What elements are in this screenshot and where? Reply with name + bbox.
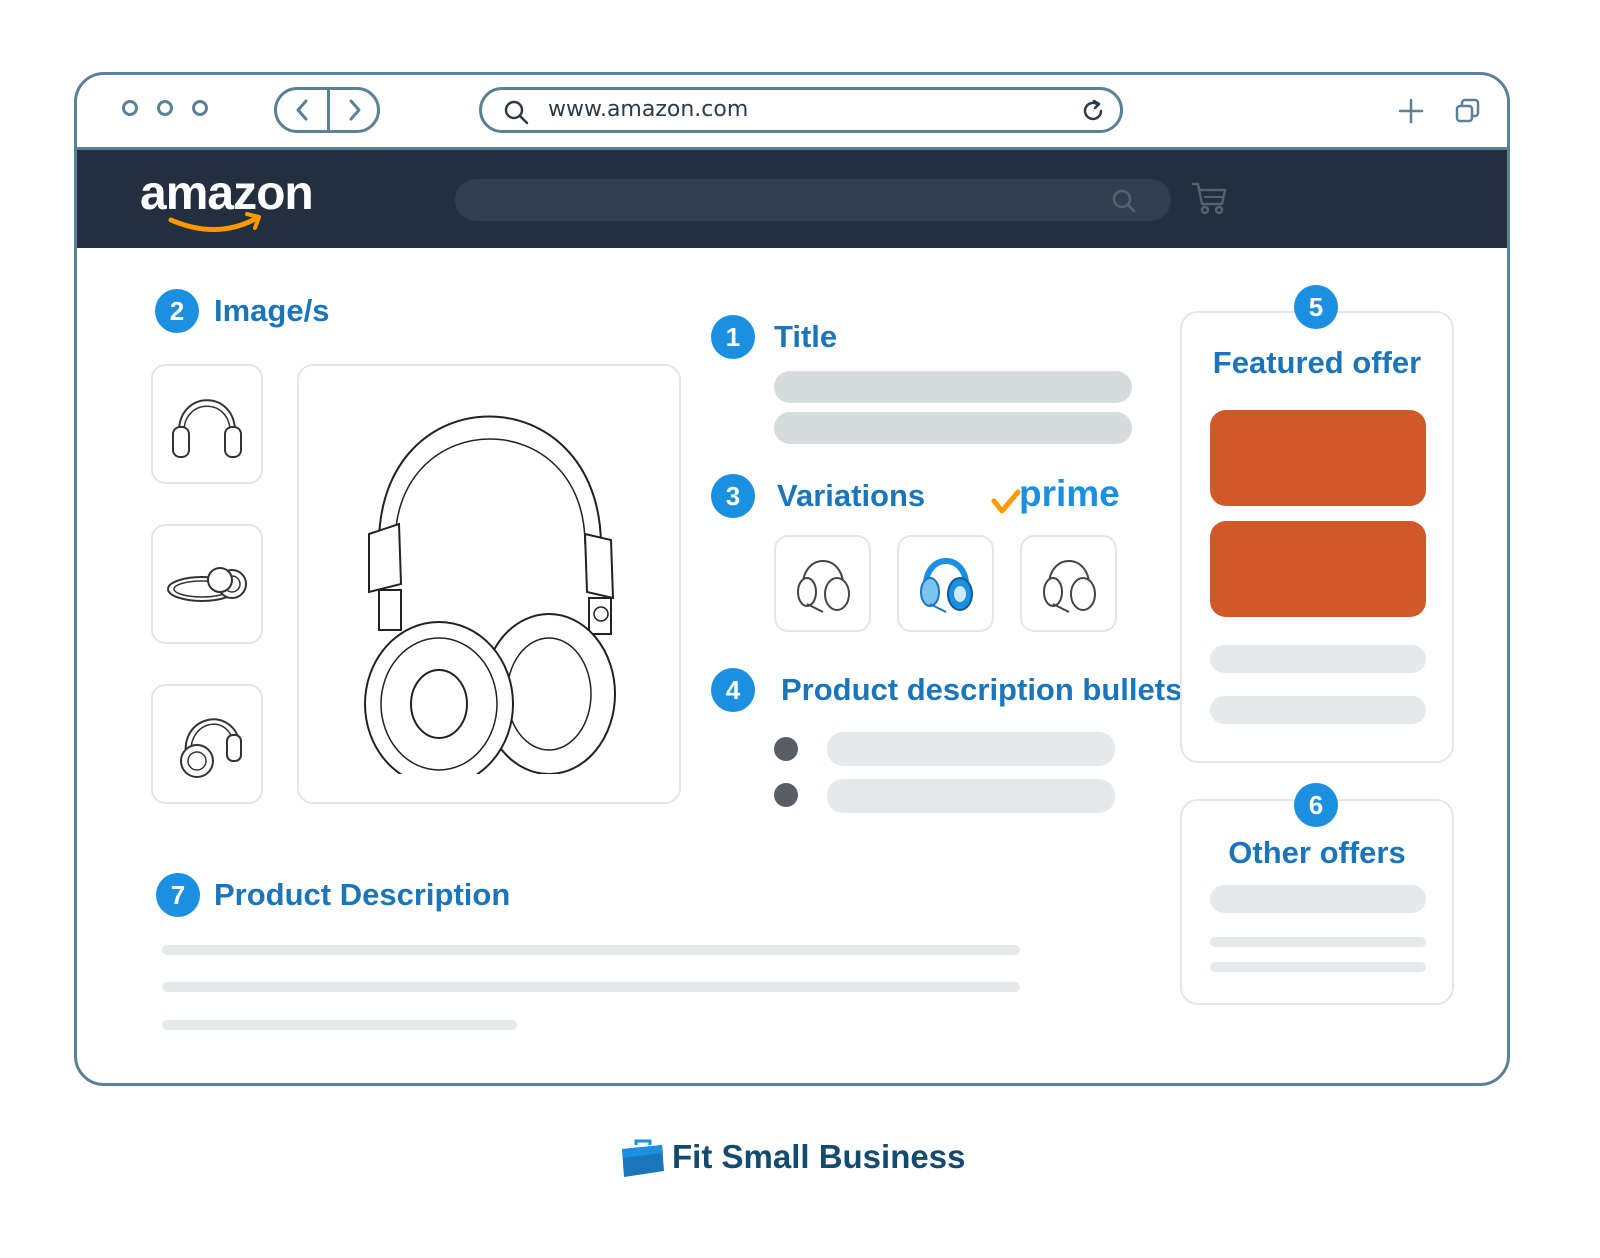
cart-icon[interactable]	[1189, 178, 1229, 218]
brand-name: Fit Small Business	[672, 1138, 966, 1175]
headphones-side-icon	[167, 567, 247, 602]
prime-check-icon	[991, 489, 1021, 514]
reload-icon[interactable]	[1080, 98, 1106, 124]
windows-icon[interactable]	[1454, 97, 1482, 125]
variation-option[interactable]	[774, 535, 871, 632]
bullet-point	[774, 737, 798, 761]
add-to-cart-button[interactable]	[1210, 410, 1426, 506]
bullet-placeholder-line	[827, 732, 1115, 766]
briefcase-icon	[622, 1139, 664, 1177]
image-thumbnail[interactable]	[151, 364, 263, 484]
plus-icon[interactable]	[1397, 97, 1425, 125]
window-dot[interactable]	[157, 100, 173, 116]
offer-placeholder-line	[1210, 937, 1426, 947]
images-label: Image/s	[214, 293, 330, 328]
featured-offer-label: Featured offer	[1212, 345, 1422, 380]
title-placeholder-line	[774, 371, 1132, 403]
offer-placeholder-line	[1210, 645, 1426, 673]
section-number-badge: 3	[711, 474, 755, 518]
image-thumbnail[interactable]	[151, 684, 263, 804]
variations-label: Variations	[777, 478, 926, 513]
description-placeholder-line	[162, 945, 1020, 955]
address-bar[interactable]: www.amazon.com	[479, 87, 1123, 133]
amazon-smile-icon	[168, 212, 261, 232]
offer-placeholder-line	[1210, 696, 1426, 724]
offer-placeholder-line	[1210, 885, 1426, 913]
section-number-badge: 6	[1294, 783, 1338, 827]
description-placeholder-line	[162, 1020, 517, 1030]
nav-buttons	[274, 87, 380, 133]
main-product-image[interactable]	[297, 364, 681, 804]
section-number-badge: 5	[1294, 285, 1338, 329]
other-offers-label: Other offers	[1228, 835, 1406, 870]
bullets-label: Product description bullets	[781, 672, 1183, 707]
variation-option-selected[interactable]	[897, 535, 994, 632]
section-number-badge: 1	[711, 315, 755, 359]
forward-icon[interactable]	[330, 90, 380, 130]
headphones-icon	[172, 399, 242, 458]
buy-now-button[interactable]	[1210, 521, 1426, 617]
featured-offer-card: Featured offer	[1180, 311, 1454, 763]
headphones-angled-icon	[180, 718, 242, 778]
site-header: amazon	[77, 150, 1507, 248]
browser-toolbar: www.amazon.com	[77, 75, 1507, 150]
url-text: www.amazon.com	[548, 97, 749, 122]
back-icon[interactable]	[277, 90, 327, 130]
image-thumbnail[interactable]	[151, 524, 263, 644]
window-dot[interactable]	[122, 100, 138, 116]
variation-option[interactable]	[1020, 535, 1117, 632]
other-offers-card: Other offers	[1180, 799, 1454, 1005]
offer-placeholder-line	[1210, 962, 1426, 972]
search-icon[interactable]	[1111, 188, 1137, 214]
search-icon	[504, 100, 529, 125]
amazon-logo[interactable]: amazon	[140, 167, 314, 220]
description-placeholder-line	[162, 982, 1020, 992]
headset-icon	[1042, 559, 1096, 613]
headset-icon	[796, 559, 850, 613]
bullet-placeholder-line	[827, 779, 1115, 813]
section-number-badge: 2	[155, 289, 199, 333]
site-search-input[interactable]	[455, 179, 1171, 221]
headset-blue-icon	[919, 557, 973, 613]
headphones-icon	[364, 415, 616, 774]
window-dot[interactable]	[192, 100, 208, 116]
bullet-point	[774, 783, 798, 807]
browser-window: www.amazon.com amazon	[74, 72, 1510, 1086]
product-description-label: Product Description	[214, 877, 511, 912]
section-number-badge: 4	[711, 668, 755, 712]
title-placeholder-line	[774, 412, 1132, 444]
section-number-badge: 7	[156, 873, 200, 917]
nav-divider	[327, 90, 330, 130]
title-label: Title	[774, 319, 838, 354]
prime-logo: prime	[1019, 473, 1120, 514]
